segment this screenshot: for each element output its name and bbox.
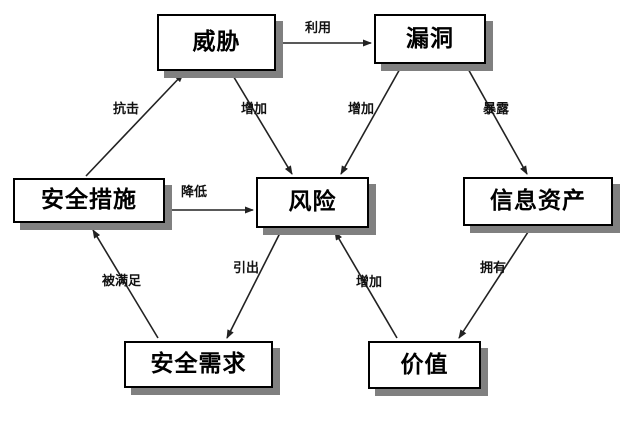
node-value[interactable]: 价值 bbox=[368, 341, 481, 389]
edge-label-requirement-satisfies-safeguard: 被满足 bbox=[102, 274, 142, 289]
node-requirement[interactable]: 安全需求 bbox=[124, 341, 273, 388]
node-risk[interactable]: 风险 bbox=[256, 177, 369, 228]
edge-label-vulnerability-exposes-asset: 暴露 bbox=[483, 102, 510, 117]
node-label-vulnerability: 漏洞 bbox=[406, 25, 454, 52]
node-threat[interactable]: 威胁 bbox=[157, 14, 276, 71]
edge-asset-has-value bbox=[458, 228, 531, 339]
node-safeguard[interactable]: 安全措施 bbox=[13, 178, 165, 223]
node-label-safeguard: 安全措施 bbox=[41, 187, 137, 213]
edge-risk-derives-requirement bbox=[226, 230, 282, 339]
edge-label-safeguard-reduces-risk: 降低 bbox=[181, 185, 208, 200]
node-asset[interactable]: 信息资产 bbox=[463, 177, 613, 226]
node-label-risk: 风险 bbox=[288, 189, 337, 215]
node-vulnerability[interactable]: 漏洞 bbox=[374, 14, 486, 64]
edge-value-increases-risk bbox=[334, 231, 398, 339]
node-label-asset: 信息资产 bbox=[490, 188, 586, 214]
edge-vulnerability-exposes-asset bbox=[466, 66, 528, 175]
edge-label-asset-has-value: 拥有 bbox=[480, 261, 507, 276]
edge-threat-increases-risk bbox=[231, 73, 293, 175]
edge-label-threat-exploits-vulnerability: 利用 bbox=[305, 21, 332, 36]
edge-label-vulnerability-increases-risk: 增加 bbox=[348, 102, 375, 117]
edge-label-value-increases-risk: 增加 bbox=[356, 275, 383, 290]
edge-label-safeguard-counters-threat: 抗击 bbox=[113, 102, 140, 117]
edge-safeguard-counters-threat bbox=[85, 73, 184, 177]
node-label-threat: 威胁 bbox=[192, 29, 241, 55]
node-label-requirement: 安全需求 bbox=[150, 351, 247, 377]
node-label-value: 价值 bbox=[400, 351, 449, 378]
edge-requirement-satisfies-safeguard bbox=[92, 229, 159, 339]
edge-vulnerability-increases-risk bbox=[340, 66, 402, 175]
edge-label-threat-increases-risk: 增加 bbox=[241, 102, 268, 117]
edge-label-risk-derives-requirement: 引出 bbox=[233, 261, 260, 276]
